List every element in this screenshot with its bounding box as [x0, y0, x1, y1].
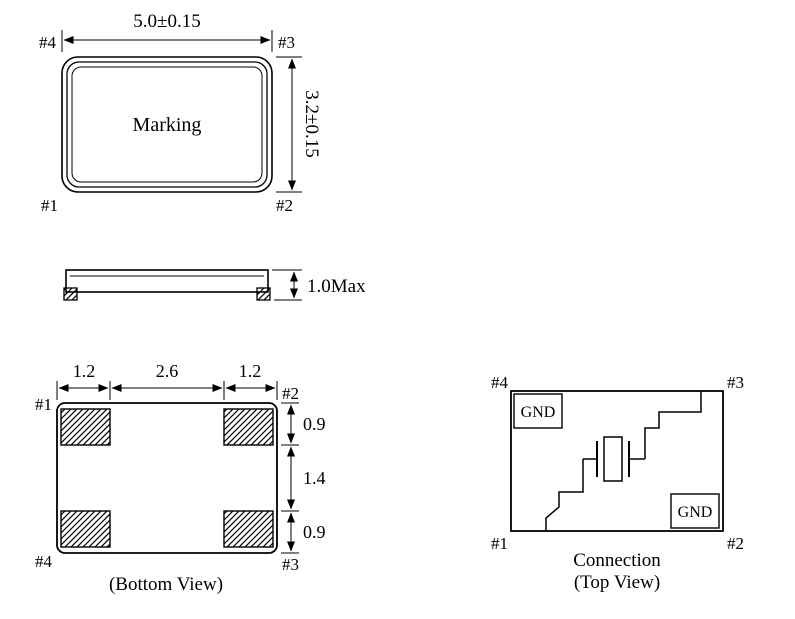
bottom-pad-1 — [60, 408, 111, 446]
bottom-dim-pad-right-label: 1.2 — [239, 361, 262, 381]
top-view-pin4-label: #4 — [39, 33, 57, 52]
side-view-right-terminal — [256, 287, 271, 301]
bottom-dim-right-top-label: 0.9 — [303, 414, 326, 434]
bottom-pad-4 — [60, 510, 111, 548]
bottom-dim-right-bottom-label: 0.9 — [303, 522, 326, 542]
trace-to-pin3 — [644, 391, 702, 459]
bottom-view-pin3-label: #3 — [282, 555, 299, 574]
bottom-view-caption: (Bottom View) — [109, 574, 223, 595]
top-width-extension-lines — [61, 30, 273, 52]
connection-caption-line2: (Top View) — [574, 572, 660, 593]
bottom-top-extension-lines — [56, 381, 278, 400]
gnd-pad-top-left — [513, 393, 563, 429]
connection-caption-line1: Connection — [573, 550, 661, 571]
top-width-dimension-label: 5.0±0.15 — [133, 11, 200, 32]
side-height-dimension-label: 1.0Max — [307, 276, 366, 297]
connection-view: GND GND #4 #3 #1 #2 Connection (Top View… — [491, 373, 744, 593]
marking-label: Marking — [133, 114, 202, 136]
connection-pin4-label: #4 — [491, 373, 509, 392]
top-view-pin1-label: #1 — [41, 196, 58, 215]
top-view-pin3-label: #3 — [278, 33, 295, 52]
side-view-body-outline — [65, 269, 269, 293]
trace-to-pin1 — [545, 459, 584, 531]
bottom-pad-2 — [223, 408, 274, 446]
connection-pin1-label: #1 — [491, 534, 508, 553]
bottom-dim-right-middle-label: 1.4 — [303, 468, 326, 488]
top-height-dimension-label: 3.2±0.15 — [301, 90, 322, 157]
connection-pin3-label: #3 — [727, 373, 744, 392]
top-view: Marking 5.0±0.15 3.2±0.15 #4 #3 #1 #2 — [39, 11, 322, 215]
crystal-symbol-body — [603, 436, 623, 482]
bottom-view-package-outline — [56, 402, 278, 554]
gnd-top-left-label: GND — [521, 404, 556, 421]
side-view-left-terminal — [63, 287, 78, 301]
bottom-view-pin4-label: #4 — [35, 552, 53, 571]
top-height-extension-lines — [276, 56, 302, 193]
bottom-view-pin1-label: #1 — [35, 395, 52, 414]
bottom-view: 1.2 2.6 1.2 0.9 1.4 0.9 #1 #2 #4 #3 (Bot… — [35, 361, 326, 595]
connection-pin2-label: #2 — [727, 534, 744, 553]
gnd-pad-bottom-right — [670, 493, 720, 529]
bottom-right-extension-lines — [281, 402, 299, 554]
bottom-dim-pad-left-label: 1.2 — [73, 361, 96, 381]
gnd-bottom-right-label: GND — [678, 504, 713, 521]
bottom-pad-3 — [223, 510, 274, 548]
top-view-lid-seam-inner — [71, 66, 263, 183]
bottom-view-pin2-label: #2 — [282, 384, 299, 403]
side-view: 1.0Max — [63, 269, 366, 301]
top-view-pin2-label: #2 — [276, 196, 293, 215]
side-height-extension-lines — [272, 269, 302, 301]
bottom-dim-center-label: 2.6 — [156, 361, 179, 381]
